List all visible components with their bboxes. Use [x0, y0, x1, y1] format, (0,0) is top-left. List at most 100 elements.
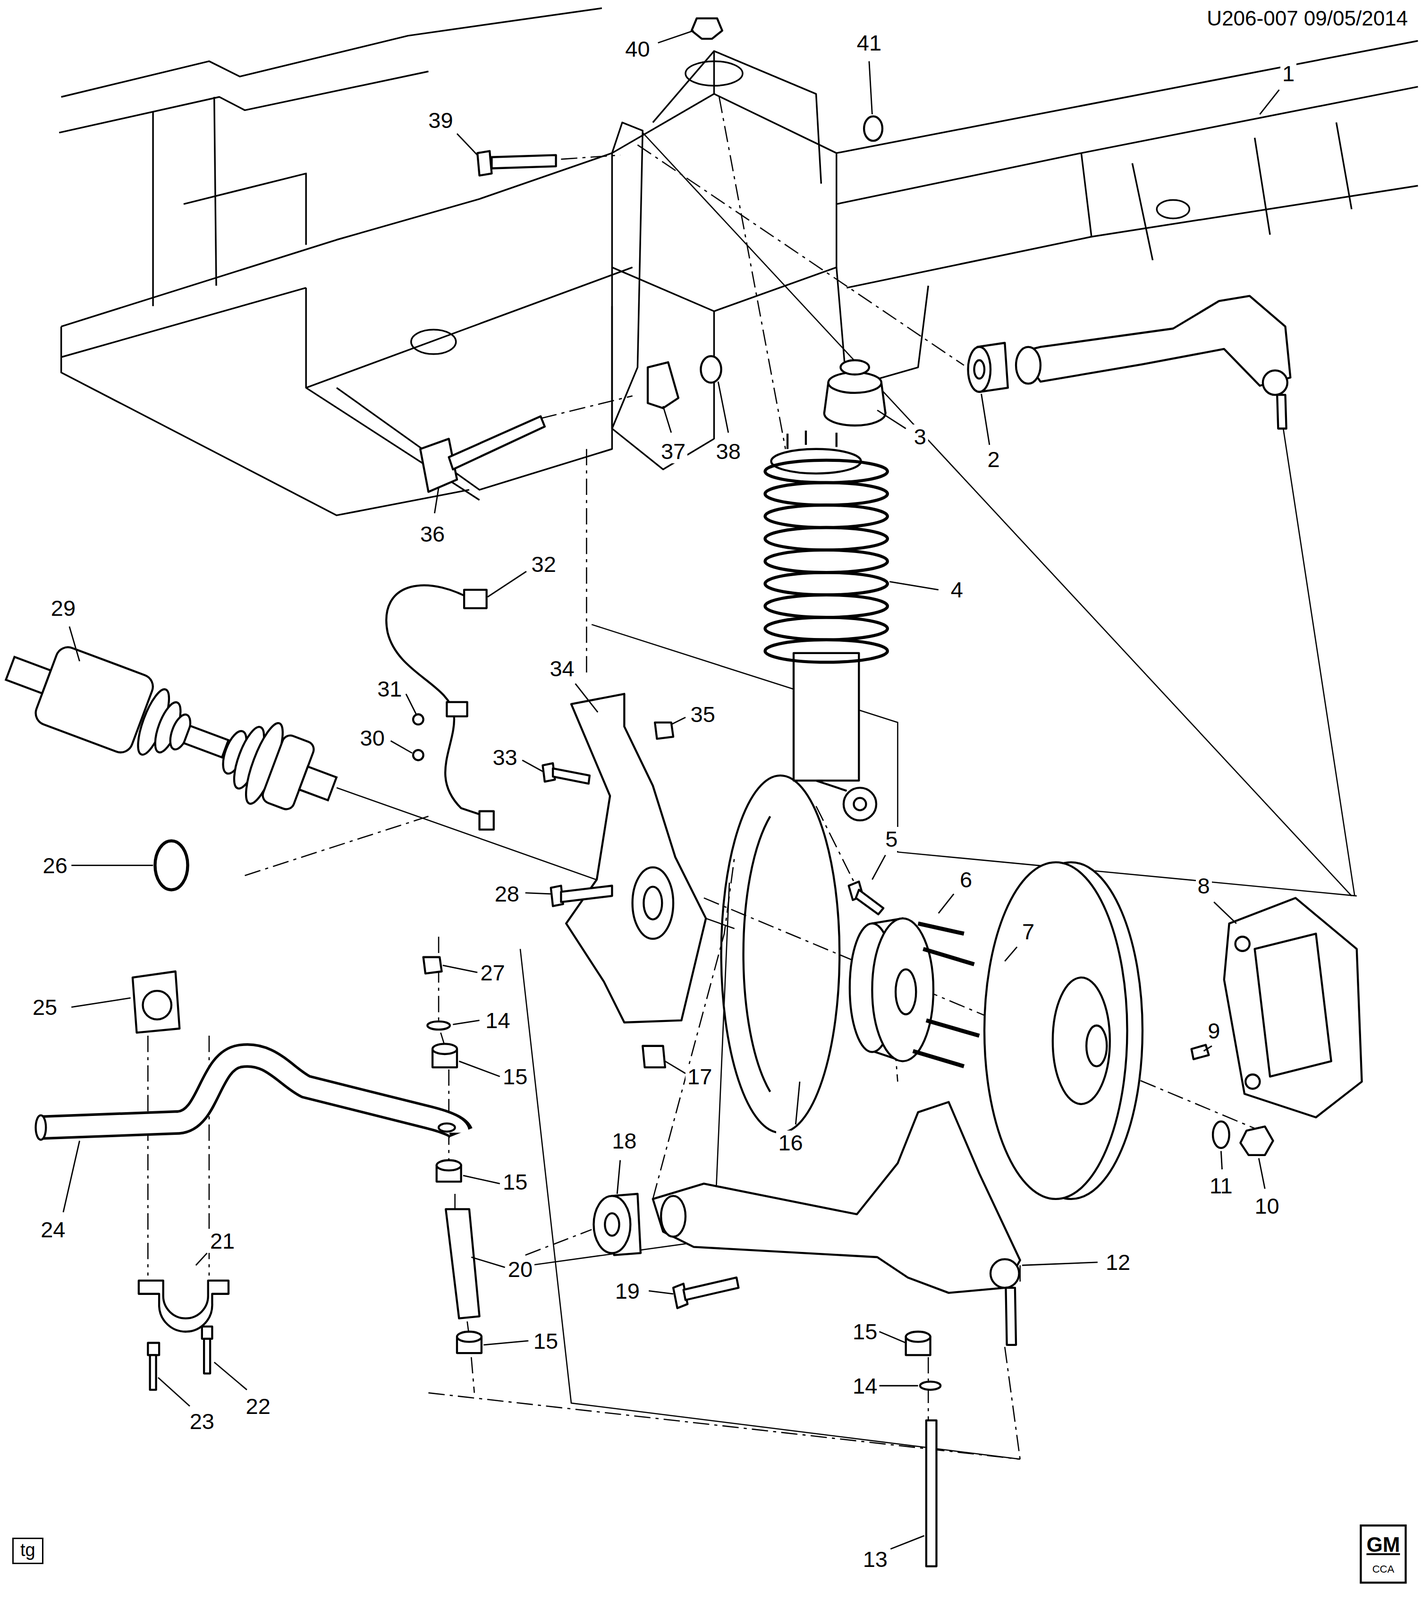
- callout-number: 25: [30, 994, 60, 1019]
- phantom-lines-shape: [719, 96, 786, 449]
- callout-number: 29: [49, 595, 78, 620]
- hardware-shape: [457, 1331, 482, 1342]
- leader-lines-shape: [458, 1060, 500, 1076]
- hardware-shape: [1235, 936, 1250, 951]
- hardware-shape: [913, 922, 980, 1066]
- frame-shape: [685, 61, 743, 86]
- suspension-parts-shape: [1262, 370, 1288, 395]
- axle-shaft-shape: [183, 725, 229, 758]
- leader-lines-shape: [1258, 1157, 1265, 1189]
- hardware: [154, 584, 1362, 1566]
- phantom-lines-shape: [637, 144, 964, 366]
- phantom-lines-shape: [585, 448, 588, 674]
- suspension-parts-shape: [448, 416, 545, 470]
- phantom-lines-shape: [245, 816, 429, 876]
- hardware-shape: [479, 811, 494, 830]
- suspension-parts-shape: [477, 151, 492, 176]
- stabilizer-mount: [132, 971, 229, 1390]
- callout-number: 34: [547, 656, 576, 681]
- coil-spring-shape: [765, 482, 888, 506]
- hardware-shape: [1212, 1121, 1230, 1148]
- callout-number: 30: [358, 725, 387, 750]
- callout-number: 12: [1103, 1249, 1133, 1274]
- frame-shape: [1132, 122, 1352, 261]
- callout-number: 15: [531, 1328, 560, 1353]
- callout-number: 23: [187, 1408, 217, 1433]
- frame-shape: [713, 50, 715, 94]
- callout-number: 40: [623, 36, 652, 61]
- hardware-shape: [593, 1195, 631, 1253]
- callout-number: 26: [41, 853, 70, 878]
- stabilizer-bar-shape: [35, 1115, 47, 1140]
- hardware-shape: [1240, 1125, 1273, 1155]
- suspension-parts-shape: [967, 347, 991, 392]
- tag-box: tg: [12, 1537, 44, 1564]
- hardware-shape: [990, 1258, 1019, 1287]
- hardware-shape: [683, 1277, 739, 1300]
- phantom-lines-shape: [147, 1035, 210, 1276]
- coil-spring: [765, 459, 888, 662]
- leader-lines-shape: [452, 1020, 480, 1025]
- leader-lines-shape: [889, 581, 939, 590]
- hardware-shape: [632, 867, 674, 939]
- coil-spring-shape: [765, 459, 888, 483]
- coil-spring-shape: [765, 617, 888, 640]
- suspension-parts-shape: [1020, 296, 1291, 386]
- stabilizer-bar: [35, 1055, 462, 1140]
- frame-shape: [836, 86, 1419, 204]
- hardware-shape: [552, 768, 590, 784]
- frame: [59, 8, 1418, 516]
- callout-number: 31: [375, 676, 404, 701]
- hardware-shape: [905, 1331, 931, 1342]
- callout-number: 20: [506, 1256, 535, 1281]
- hardware-shape: [464, 589, 487, 609]
- phantom-lines-shape: [1004, 1264, 1020, 1459]
- hardware-shape: [1245, 1074, 1260, 1089]
- axle-shaft: [0, 627, 348, 829]
- leader-lines-shape: [457, 133, 478, 155]
- frame-shape: [61, 287, 307, 357]
- leader-lines-shape: [617, 1159, 620, 1194]
- frame-shape: [61, 8, 602, 97]
- callout-number: 1: [1280, 61, 1297, 86]
- suspension-parts: [420, 18, 1291, 821]
- callout-number: 27: [478, 960, 507, 985]
- hardware-shape: [660, 1195, 686, 1236]
- hardware-shape: [643, 886, 662, 920]
- axle-shaft-shape: [299, 766, 337, 800]
- callout-number: 2: [985, 447, 1002, 472]
- leader-lines-shape: [879, 1331, 906, 1343]
- hardware-shape: [436, 1159, 462, 1171]
- frame-shape: [61, 326, 470, 516]
- suspension-parts-shape: [843, 787, 877, 821]
- hardware-shape: [427, 1021, 450, 1030]
- leader-lines-shape: [671, 717, 686, 725]
- hardware-shape: [423, 956, 442, 974]
- stabilizer-mount-shape: [142, 990, 171, 1019]
- leader-lines-shape: [575, 683, 599, 712]
- leader-lines-shape: [662, 406, 671, 433]
- callout-number: 6: [957, 867, 974, 892]
- leader-lines-shape: [1220, 1150, 1222, 1169]
- coil-spring-shape: [765, 550, 888, 573]
- callout-number: 21: [208, 1228, 237, 1253]
- hardware-shape: [386, 584, 492, 818]
- illustration-code: U206-007 09/05/2014: [1204, 7, 1410, 30]
- callout-number: 38: [714, 439, 743, 464]
- suspension-parts-shape: [787, 430, 837, 449]
- hardware-shape: [445, 1208, 480, 1318]
- hardware-shape: [654, 722, 674, 739]
- callout-number: 9: [1205, 1018, 1222, 1043]
- frame-lines-shape: [1283, 428, 1355, 897]
- coil-spring-shape: [765, 594, 888, 618]
- frame-shape: [652, 50, 822, 184]
- hardware-shape: [413, 714, 424, 725]
- stabilizer-mount-shape: [150, 1354, 157, 1389]
- leader-lines-shape: [158, 1377, 190, 1406]
- hardware-shape: [154, 840, 188, 890]
- hardware-shape: [920, 1381, 941, 1390]
- leader-lines-shape: [1004, 946, 1017, 961]
- callout-number: 15: [850, 1319, 880, 1344]
- callout-number: 32: [529, 551, 559, 576]
- suspension-parts-shape: [973, 360, 985, 379]
